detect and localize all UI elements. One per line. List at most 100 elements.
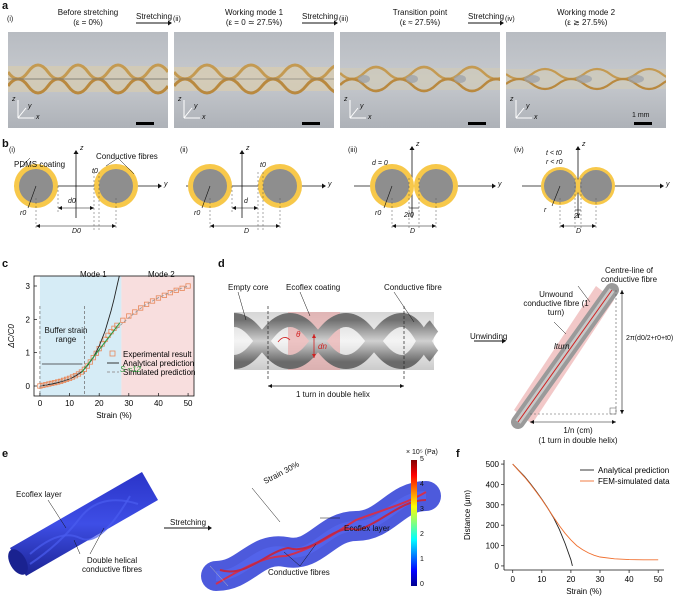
photo-before-stretching — [8, 32, 168, 128]
photo-axis-x: x — [202, 114, 206, 121]
x-tick-label: 50 — [654, 575, 663, 584]
scale-bar — [136, 122, 154, 125]
panel-e-label: e — [2, 448, 9, 460]
experimental-point — [132, 309, 138, 315]
xyz-axes-icon — [515, 100, 532, 119]
x-tick-label: 50 — [184, 399, 193, 408]
stage-title: Working mode 1 — [224, 8, 284, 17]
slope-line — [81, 322, 121, 373]
stretching-arrow-label: Stretching — [302, 12, 339, 21]
D0-label: D0 — [72, 228, 81, 235]
experimental-point — [78, 369, 85, 375]
photo-axis-z: z — [344, 96, 348, 103]
x-tick-label: 40 — [625, 575, 634, 584]
stage-condition: (ε = 0%) — [73, 18, 103, 27]
experimental-point — [90, 355, 96, 361]
x-tick-label: 10 — [537, 575, 546, 584]
experimental-point — [69, 374, 76, 380]
D-label: D — [410, 228, 416, 235]
y-axis-label: y — [498, 181, 502, 188]
colorbar-tick: 4 — [420, 481, 424, 488]
colorbar-tick: 2 — [420, 531, 424, 538]
colorbar-tick: 5 — [420, 456, 424, 463]
panel-c-label: c — [2, 258, 9, 270]
r0-label: r0 — [375, 210, 382, 217]
empty-core-label: Empty core — [228, 283, 269, 292]
experimental-point — [167, 290, 173, 296]
x-tick-label: 10 — [65, 399, 74, 408]
photo-axis-x: x — [368, 114, 372, 121]
photo-axis-y: y — [360, 103, 364, 110]
ecoflex-layer-e2-label: Ecoflex layer — [344, 524, 390, 533]
legend-marker — [109, 350, 116, 357]
stage-title: Working mode 2 — [556, 8, 616, 17]
xyz-axes-icon — [183, 100, 200, 119]
x-tick-label: 20 — [95, 399, 104, 408]
y-axis-label: ΔC/C0 — [7, 324, 16, 349]
r0-label: r0 — [194, 210, 201, 217]
stage-numeral: (i) — [7, 16, 14, 23]
mode2-label: Mode 2 — [148, 270, 175, 279]
2t-label: 2t — [574, 213, 580, 220]
photo-axis-y: y — [194, 103, 198, 110]
scale-bar — [468, 122, 486, 125]
2t0-label: 2t0 — [404, 212, 414, 219]
lturn-label: lturn — [554, 342, 570, 351]
dn-label: dn — [318, 342, 327, 351]
panel-e-simulation — [8, 460, 441, 591]
panel-d-label: d — [218, 258, 225, 270]
y-tick-label: 400 — [486, 480, 500, 489]
stretching-arrow-label: Stretching — [136, 12, 173, 21]
photo-axis-y: y — [28, 103, 32, 110]
experimental-point — [173, 287, 179, 293]
scale-bar-label: 1 mm — [632, 112, 650, 119]
series-line — [512, 463, 659, 561]
t-lt-label: t < t0 — [546, 150, 562, 157]
x-tick-label: 0 — [511, 575, 516, 584]
photo-working-mode-2 — [506, 32, 666, 128]
y-tick-label: 2 — [26, 315, 31, 324]
series-line — [512, 463, 573, 567]
theta-label: θ — [296, 330, 301, 339]
x-tick-label: 40 — [154, 399, 163, 408]
d-zero-label: d = 0 — [372, 160, 388, 167]
e-stretching-label: Stretching — [170, 518, 207, 527]
y-tick-label: 3 — [26, 282, 31, 291]
y-tick-label: 0 — [26, 382, 31, 391]
legend-label: Experimental result — [123, 350, 192, 359]
experimental-point — [185, 283, 191, 289]
y-axis-label: y — [328, 181, 332, 188]
stretching-arrows — [136, 20, 504, 26]
y-tick-label: 0 — [495, 562, 500, 571]
stage-numeral: (iv) — [505, 16, 515, 23]
x-tick-label: 30 — [596, 575, 605, 584]
centre-line-label: Centre-line of conductive fibre — [600, 266, 658, 284]
experimental-point — [120, 317, 126, 323]
mode1-label: Mode 1 — [80, 270, 107, 279]
experimental-point — [155, 295, 162, 301]
colorbar-tick: 3 — [420, 506, 424, 513]
xyz-axes-icon — [17, 100, 34, 119]
colorbar-tick: 1 — [420, 556, 424, 563]
unwound-fibre-label: Unwound conductive fibre (1 turn) — [523, 290, 589, 317]
unwinding-label: Unwinding — [470, 332, 508, 341]
x-axis-label: Strain (%) — [566, 587, 602, 596]
panel-f-label: f — [456, 448, 460, 460]
x-tick-label: 0 — [38, 399, 43, 408]
r0-label: r0 — [20, 210, 27, 217]
d-label: d — [244, 198, 248, 205]
photo-axis-z: z — [178, 96, 182, 103]
scale-bar — [634, 122, 652, 125]
conductive-fibres-label: Conductive fibres — [96, 152, 158, 161]
y-tick-label: 300 — [486, 501, 500, 510]
t0-label: t0 — [260, 162, 266, 169]
panel-b-cross-sections — [14, 146, 664, 230]
one-turn-label: 1 turn in double helix — [296, 390, 370, 399]
y-tick-label: 100 — [486, 542, 500, 551]
stage-condition: (ε ≈ 27.5%) — [399, 18, 441, 27]
photo-axis-z: z — [12, 96, 16, 103]
t0-label: t0 — [92, 168, 98, 175]
z-axis-label: z — [246, 145, 250, 152]
ecoflex-layer-label: Ecoflex layer — [16, 490, 62, 499]
z-axis-label: z — [80, 145, 84, 152]
